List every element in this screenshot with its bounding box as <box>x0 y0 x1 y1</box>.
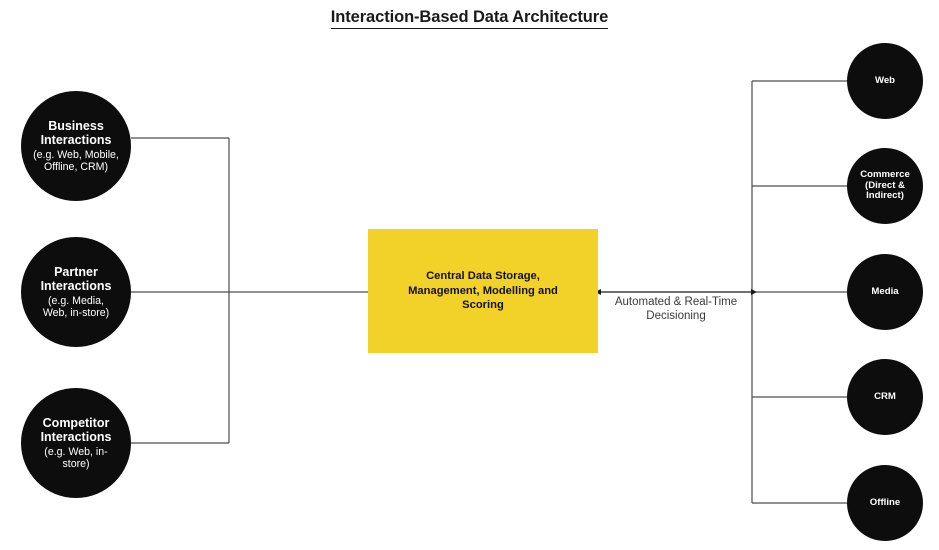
node-competitor-subtitle-line1: (e.g. Web, in- <box>44 445 108 458</box>
page-title-text: Interaction-Based Data Architecture <box>330 8 608 29</box>
node-partner-title: Partner Interactions <box>41 265 112 294</box>
node-crm-label: CRM <box>874 390 896 402</box>
node-business-title-line1: Business <box>48 119 104 134</box>
node-web[interactable]: Web <box>847 43 923 119</box>
node-commerce[interactable]: Commerce (Direct & Indirect) <box>847 148 923 224</box>
left-connectors <box>131 137 368 444</box>
node-competitor-interactions[interactable]: Competitor Interactions (e.g. Web, in- s… <box>21 388 131 498</box>
node-competitor-subtitle: (e.g. Web, in- store) <box>44 446 107 470</box>
decisioning-arrow-label: Automated & Real-Time Decisioning <box>602 295 750 324</box>
node-crm[interactable]: CRM <box>847 359 923 435</box>
node-partner-subtitle-line2: Web, in-store) <box>42 306 110 319</box>
central-data-platform-box[interactable]: Central Data Storage, Management, Modell… <box>368 229 598 353</box>
node-partner-subtitle: (e.g. Media, Web, in-store) <box>43 295 109 319</box>
node-business-interactions[interactable]: Business Interactions (e.g. Web, Mobile,… <box>21 91 131 201</box>
node-business-title-line2: Interactions <box>40 133 112 148</box>
decisioning-label-line1: Automated & Real-Time <box>614 296 738 308</box>
node-competitor-title: Competitor Interactions <box>41 416 112 445</box>
node-competitor-title-line2: Interactions <box>40 430 112 445</box>
node-partner-subtitle-line1: (e.g. Media, <box>48 294 104 307</box>
node-business-subtitle-line1: (e.g. Web, Mobile, <box>33 148 119 161</box>
node-competitor-subtitle-line2: store) <box>62 457 90 470</box>
node-media[interactable]: Media <box>847 254 923 330</box>
node-competitor-title-line1: Competitor <box>42 416 110 431</box>
node-offline-label: Offline <box>869 496 901 508</box>
node-media-label: Media <box>871 285 899 297</box>
node-commerce-sub-line1: (Direct & <box>865 179 905 191</box>
central-label-line2: Management, Modelling and <box>408 284 558 297</box>
central-label-line1: Central Data Storage, <box>426 269 540 282</box>
page-title: Interaction-Based Data Architecture <box>0 8 939 29</box>
node-partner-title-line2: Interactions <box>40 279 112 294</box>
node-commerce-label: Commerce <box>860 168 910 180</box>
node-commerce-sub-line2: Indirect) <box>866 190 904 202</box>
central-data-platform-label: Central Data Storage, Management, Modell… <box>400 269 566 313</box>
node-business-subtitle-line2: Offline, CRM) <box>44 160 108 173</box>
node-partner-title-line1: Partner <box>54 265 98 280</box>
node-web-label: Web <box>874 74 896 86</box>
node-offline[interactable]: Offline <box>847 465 923 541</box>
central-label-line3: Scoring <box>462 299 504 312</box>
right-connectors <box>751 80 851 504</box>
node-partner-interactions[interactable]: Partner Interactions (e.g. Media, Web, i… <box>21 237 131 347</box>
decisioning-label-line2: Decisioning <box>646 310 706 323</box>
node-business-title: Business Interactions <box>41 119 112 148</box>
node-business-subtitle: (e.g. Web, Mobile, Offline, CRM) <box>33 149 119 173</box>
